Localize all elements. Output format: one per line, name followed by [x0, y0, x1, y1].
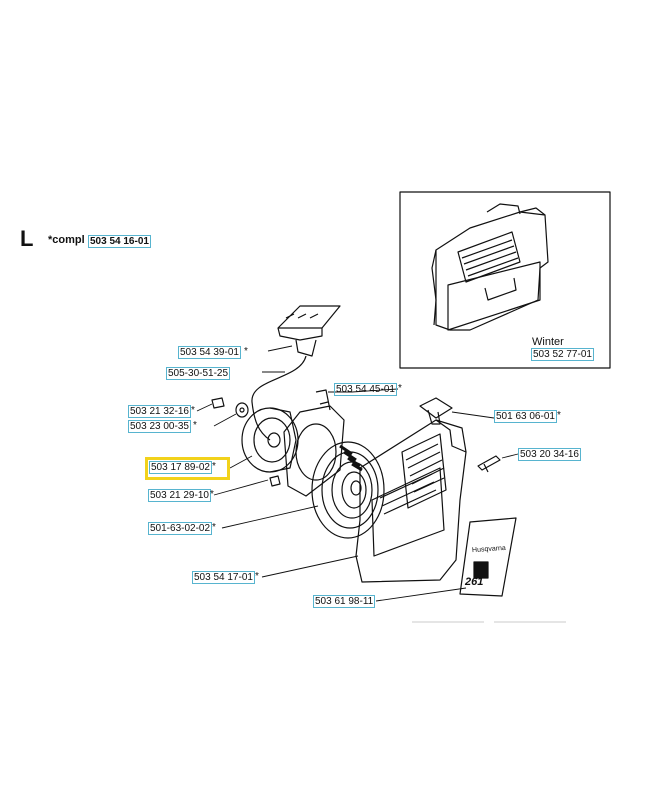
part-suffix: * [255, 571, 259, 582]
screw-washer-drawing [211, 397, 249, 418]
leader-lines [196, 345, 519, 602]
part-suffix: * [244, 346, 248, 357]
part-link-washer[interactable]: 503 23 00-35 [128, 420, 191, 433]
part-link-handle[interactable]: 503 54 39-01 [178, 346, 241, 359]
part-link-rope[interactable]: 505-30-51-25 [166, 367, 231, 380]
part-link-decal[interactable]: 503 61 98-11 [313, 595, 376, 608]
inset-part-link[interactable]: 503 52 77-01 [531, 348, 594, 361]
fan-housing-drawing [355, 419, 467, 583]
part-link-housing[interactable]: 503 54 17-01 [192, 571, 255, 584]
selected-part-highlight [145, 457, 230, 480]
part-suffix: * [557, 410, 561, 421]
inset-label: Winter [532, 336, 564, 348]
part-suffix: * [191, 405, 195, 416]
housing-screw-drawing [477, 455, 501, 473]
cap-drawing [419, 397, 453, 425]
section-letter: L [20, 226, 34, 251]
bolt-drawing [269, 475, 281, 487]
recoil-spring-drawing [311, 441, 385, 539]
decal-drawing [459, 517, 517, 597]
part-link-housing-screw[interactable]: 503 20 34-16 [518, 448, 581, 461]
part-link-cap[interactable]: 501 63 06-01 [494, 410, 557, 423]
part-suffix: * [212, 522, 216, 533]
part-link-plate[interactable]: 503 54 45-01 [334, 383, 397, 396]
inset-frame [399, 191, 611, 369]
compl-prefix: *compl [48, 234, 85, 246]
part-link-spring[interactable]: 501-63-02-02 [148, 522, 213, 535]
inset-winter-cover-drawing [431, 203, 549, 331]
part-link-pulley[interactable]: 503 17 89-02 [149, 461, 212, 474]
decal-model: 261 [465, 576, 484, 588]
part-suffix: * [210, 489, 214, 500]
starter-rope [251, 355, 307, 441]
starter-plate-drawing [283, 389, 345, 497]
part-link-bolt[interactable]: 503 21 29-10 [148, 489, 211, 502]
part-link-screw[interactable]: 503 21 32-16 [128, 405, 191, 418]
part-suffix: * [193, 420, 197, 431]
starter-handle-drawing [277, 305, 341, 357]
part-suffix: * [398, 383, 402, 394]
compl-part-link[interactable]: 503 54 16-01 [88, 235, 151, 248]
part-suffix: * [212, 461, 216, 472]
